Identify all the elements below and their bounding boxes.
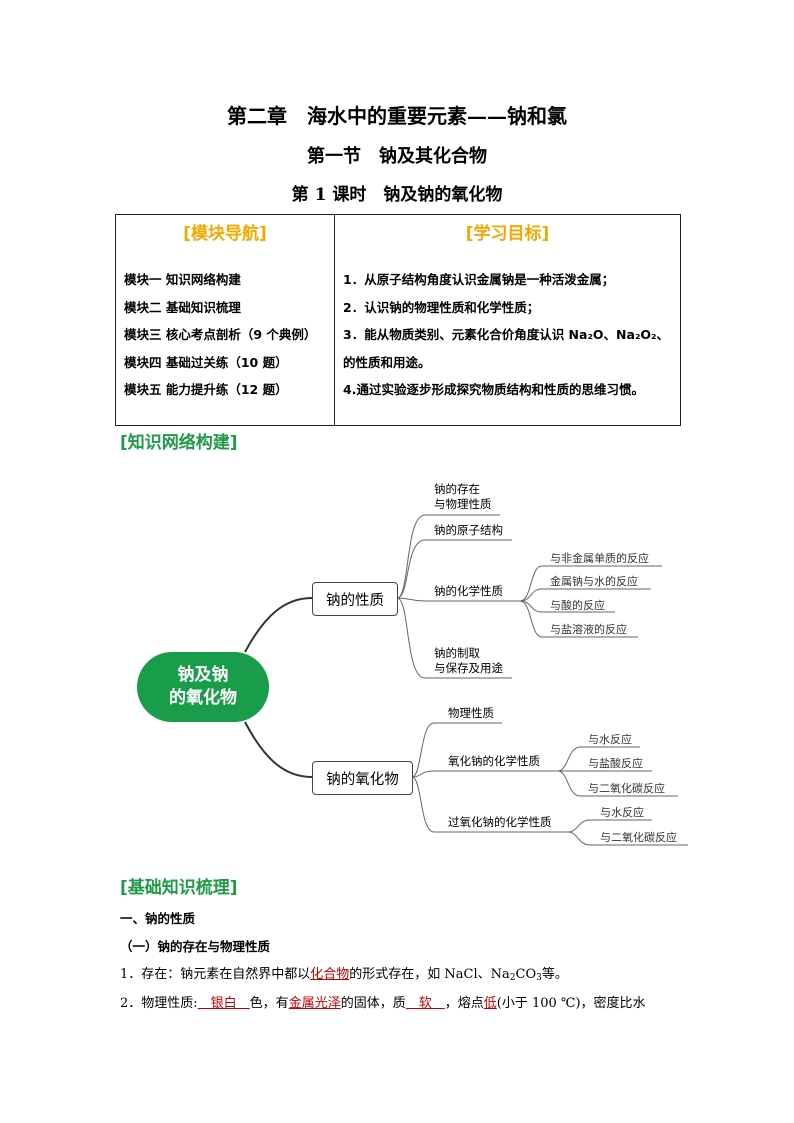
node-line: 与保存及用途 (434, 661, 503, 675)
mindmap-node-na2o2-water: 与水反应 (600, 806, 644, 819)
mindmap-node-water-reaction: 金属钠与水的反应 (550, 575, 638, 588)
text: 2．物理性质: (120, 996, 198, 1011)
lesson-title: 第 1 课时 钠及钠的氧化物 (291, 185, 503, 205)
mindmap-node-na2o-hcl: 与盐酸反应 (588, 757, 643, 770)
text: CO (515, 967, 537, 982)
module-list: 模块一 知识网络构建 模块二 基础知识梳理 模块三 核心考点剖析（9 个典例） … (116, 266, 334, 404)
text: 的形式存在，如 NaCl、Na (349, 967, 510, 982)
text: 色，有 (249, 996, 289, 1011)
learning-goals-column: [学习目标] 1．从原子结构角度认识金属钠是一种活泼金属； 2．认识钠的物理性质… (335, 215, 680, 425)
center-node-line1: 钠及钠 (177, 665, 229, 685)
heading-sodium-properties: 一、钠的性质 (120, 911, 196, 926)
paragraph-physical-properties: 2．物理性质: 银白 色，有金属光泽的固体，质 软 ，熔点低(小于 100 ℃)… (120, 992, 646, 1011)
goal-item: 1．从原子结构角度认识金属钠是一种活泼金属； (343, 272, 615, 287)
module-item: 模块五 能力提升练（12 题） (124, 382, 288, 397)
mindmap-node-chemical-properties: 钠的化学性质 (434, 584, 503, 598)
node-line: 钠的存在 (434, 482, 480, 496)
module-navigation-table: [模块导航] 模块一 知识网络构建 模块二 基础知识梳理 模块三 核心考点剖析（… (115, 214, 681, 426)
mindmap-node-preparation: 钠的制取 与保存及用途 (434, 646, 503, 676)
mindmap-node-salt-reaction: 与盐溶液的反应 (550, 623, 627, 636)
module-item: 模块三 核心考点剖析（9 个典例） (124, 327, 317, 342)
heading-existence-physical: （一）钠的存在与物理性质 (120, 939, 271, 954)
mindmap-node-nonmetal-reaction: 与非金属单质的反应 (550, 552, 649, 565)
center-node-line2: 的氧化物 (169, 688, 237, 708)
module-item: 模块四 基础过关练（10 题） (124, 354, 288, 370)
module-item: 模块一 知识网络构建 (124, 272, 241, 287)
mindmap-branch-sodium-oxides: 钠的氧化物 (312, 761, 413, 795)
paragraph-existence: 1．存在：钠元素在自然界中都以化合物的形式存在，如 NaCl、Na2CO3等。 (120, 963, 568, 983)
answer-compound: 化合物 (310, 967, 350, 982)
mindmap-node-na2o2-co2: 与二氧化碳反应 (600, 831, 677, 844)
text: 的固体，质 (340, 996, 406, 1011)
node-line: 与物理性质 (434, 497, 492, 511)
subscript: 2 (509, 973, 516, 983)
mindmap-node-na2o2-chemical: 过氧化钠的化学性质 (448, 815, 552, 829)
mindmap-node-acid-reaction: 与酸的反应 (550, 599, 605, 612)
node-line: 钠的制取 (434, 646, 480, 660)
module-navigation-column: [模块导航] 模块一 知识网络构建 模块二 基础知识梳理 模块三 核心考点剖析（… (116, 215, 335, 425)
subscript: 3 (536, 973, 542, 983)
goal-item: 2．认识钠的物理性质和化学性质； (343, 299, 540, 315)
mindmap-node-na2o-chemical: 氧化钠的化学性质 (448, 754, 540, 768)
text: ，熔点 (444, 996, 484, 1011)
answer-metallic-luster: 金属光泽 (288, 996, 341, 1011)
mindmap-node-atomic-structure: 钠的原子结构 (434, 523, 503, 537)
goal-item: 的性质和用途。 (343, 354, 431, 370)
mindmap-node-na2o-water: 与水反应 (588, 733, 632, 746)
chapter-title: 第二章 海水中的重要元素——钠和氯 (227, 104, 567, 128)
answer-low: 低 (483, 996, 497, 1011)
answer-soft: 软 (405, 996, 445, 1011)
module-navigation-header: [模块导航] (183, 224, 267, 244)
knowledge-network-heading: [知识网络构建] (120, 433, 238, 453)
mindmap-node-existence: 钠的存在 与物理性质 (434, 482, 492, 512)
module-item: 模块二 基础知识梳理 (124, 299, 241, 315)
text: 等。 (541, 967, 568, 982)
mindmap-node-physical-properties: 物理性质 (448, 706, 494, 720)
text: (小于 100 ℃)，密度比水 (496, 996, 646, 1011)
answer-silver-white: 银白 (197, 996, 250, 1011)
goal-list: 1．从原子结构角度认识金属钠是一种活泼金属； 2．认识钠的物理性质和化学性质； … (335, 266, 680, 404)
basic-knowledge-heading: [基础知识梳理] (120, 878, 238, 898)
learning-goals-header: [学习目标] (465, 224, 550, 244)
section-title: 第一节 钠及其化合物 (307, 146, 487, 167)
goal-item: 4.通过实验逐步形成探究物质结构和性质的思维习惯。 (343, 382, 644, 397)
text: 1．存在：钠元素在自然界中都以 (120, 967, 311, 982)
mindmap-branch-sodium-properties: 钠的性质 (312, 582, 398, 616)
mindmap-node-na2o-co2: 与二氧化碳反应 (588, 782, 665, 795)
mindmap-center-node: 钠及钠 的氧化物 (137, 652, 269, 722)
goal-item: 3．能从物质类别、元素化合价角度认识 Na₂O、Na₂O₂、 (343, 327, 670, 342)
